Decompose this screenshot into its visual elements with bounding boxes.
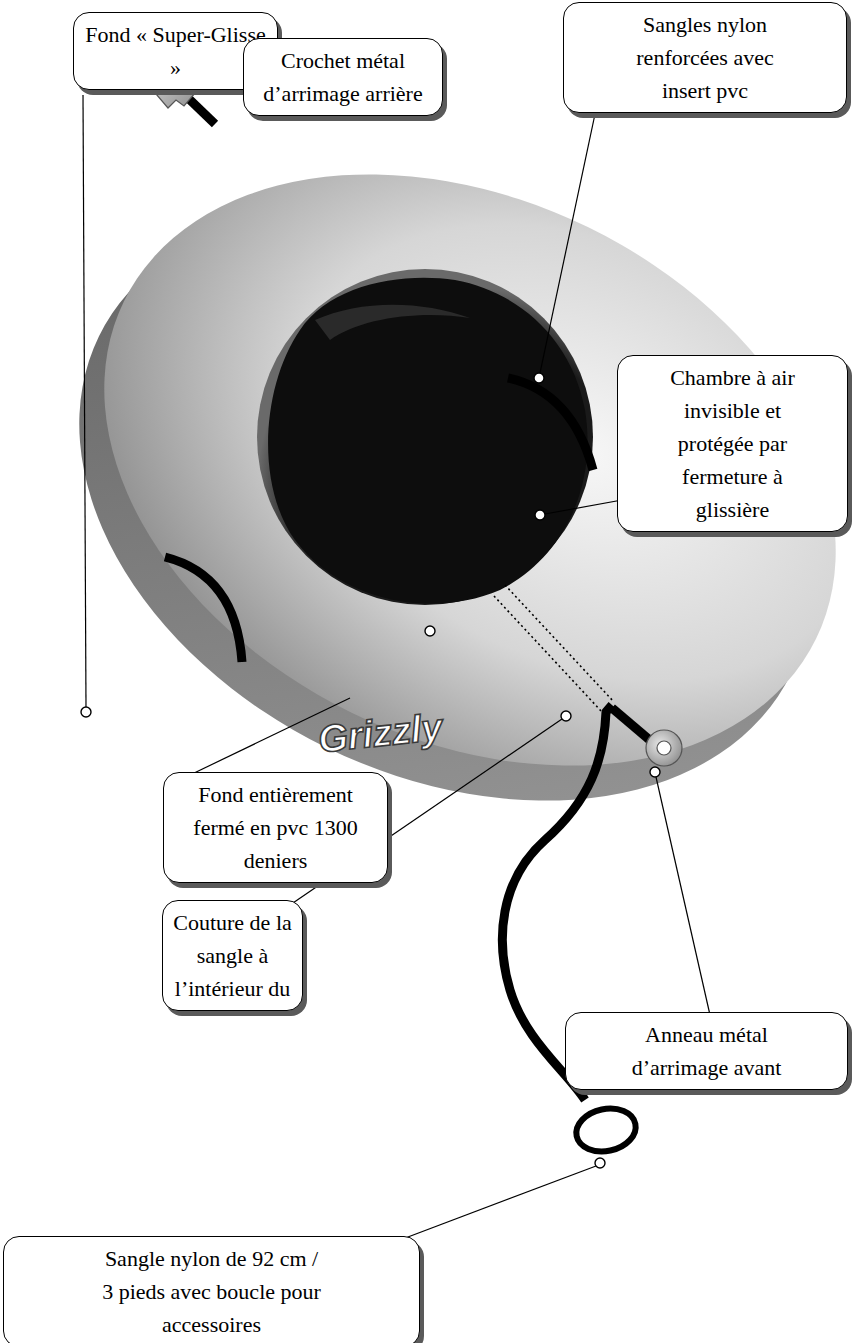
sled-opening-rim — [257, 269, 593, 605]
leader-line — [545, 500, 622, 514]
leader-dot — [650, 767, 660, 777]
leader-dot — [81, 707, 91, 717]
front-ring — [646, 730, 682, 766]
sled-top — [6, 59, 852, 882]
callout-text: Fond « Super-Glisse » — [83, 18, 268, 84]
opening-shade — [315, 305, 470, 340]
leader-dot — [425, 626, 435, 636]
callout-box: Anneau métal d’arrimage avant — [565, 1012, 848, 1090]
side-strap — [508, 378, 593, 470]
stitching — [494, 596, 602, 712]
leader-line — [83, 95, 86, 707]
ring-strap — [612, 708, 652, 742]
callout-box: Sangles nylon renforcées avec insert pvc — [563, 2, 847, 113]
callout-text: Sangles nylon renforcées avec insert pvc — [623, 8, 788, 107]
leader-line — [540, 100, 598, 373]
sled-opening — [268, 278, 587, 604]
stitching — [505, 585, 614, 702]
leader-line — [656, 777, 710, 1015]
callout-box: Crochet métal d’arrimage arrière — [243, 38, 443, 116]
side-strap — [165, 557, 242, 662]
callout-text: Couture de la sangle à l’intérieur du — [172, 906, 294, 1005]
ring-hole — [657, 741, 671, 755]
leader-dot — [561, 711, 571, 721]
callout-text: Crochet métal d’arrimage arrière — [253, 44, 433, 110]
callout-text: Chambre à air invisible et protégée par … — [670, 361, 795, 526]
callout-text: Anneau métal d’arrimage avant — [624, 1018, 789, 1084]
leader-dot — [534, 373, 544, 383]
leader-dot — [535, 510, 545, 520]
leader-dots — [81, 81, 660, 1168]
strap-loop — [572, 1103, 639, 1157]
callout-text: Sangle nylon de 92 cm / 3 pieds avec bou… — [100, 1242, 323, 1341]
leader-dot — [595, 1158, 605, 1168]
callout-text: Fond entièrement fermé en pvc 1300 denie… — [191, 778, 361, 877]
callout-box: Couture de la sangle à l’intérieur du — [162, 900, 303, 1011]
leader-line — [400, 1166, 596, 1240]
brand-label: Grizzly — [316, 706, 444, 762]
callout-box: Fond entièrement fermé en pvc 1300 denie… — [163, 772, 388, 883]
callout-box: Sangle nylon de 92 cm / 3 pieds avec bou… — [3, 1236, 420, 1343]
hook-strap — [188, 98, 215, 124]
callout-box: Chambre à air invisible et protégée par … — [617, 355, 848, 532]
